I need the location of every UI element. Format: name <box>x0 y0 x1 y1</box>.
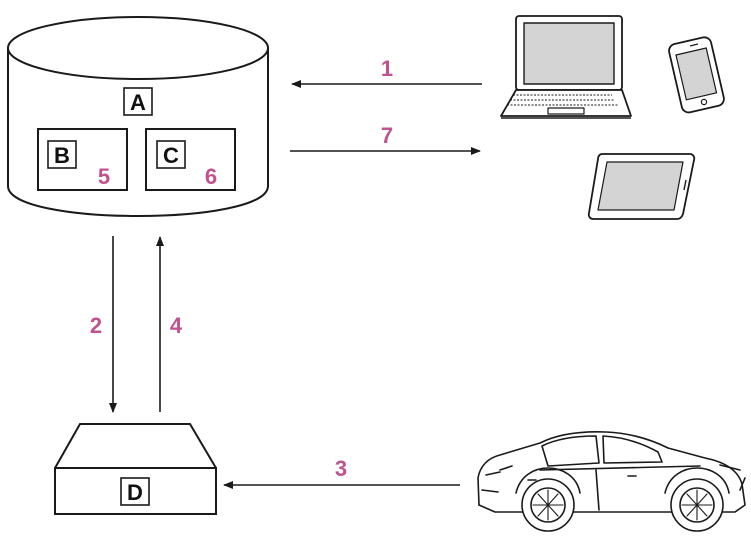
arrow-3: 3 <box>223 456 460 489</box>
step-5: 5 <box>98 164 110 189</box>
label-c: C <box>163 143 179 168</box>
step-1: 1 <box>381 56 393 81</box>
arrow-1: 1 <box>291 56 482 88</box>
label-d: D <box>127 480 143 505</box>
arrow-7: 7 <box>290 123 481 155</box>
arrow-2: 2 <box>90 236 117 413</box>
box-a: A <box>123 87 153 116</box>
step-2: 2 <box>90 313 102 338</box>
label-a: A <box>130 90 146 115</box>
laptop-icon <box>500 15 632 119</box>
label-b: B <box>54 143 70 168</box>
step-7: 7 <box>381 123 393 148</box>
step-4: 4 <box>170 313 183 338</box>
car-icon <box>477 431 746 532</box>
step-6: 6 <box>205 164 217 189</box>
tablet-icon <box>587 153 696 220</box>
vehicle-module-icon: D <box>54 423 217 515</box>
box-b: B 5 <box>37 128 128 191</box>
box-c: C 6 <box>145 128 236 191</box>
smartphone-icon <box>668 36 725 114</box>
arrow-4: 4 <box>156 236 183 412</box>
step-3: 3 <box>335 456 347 481</box>
